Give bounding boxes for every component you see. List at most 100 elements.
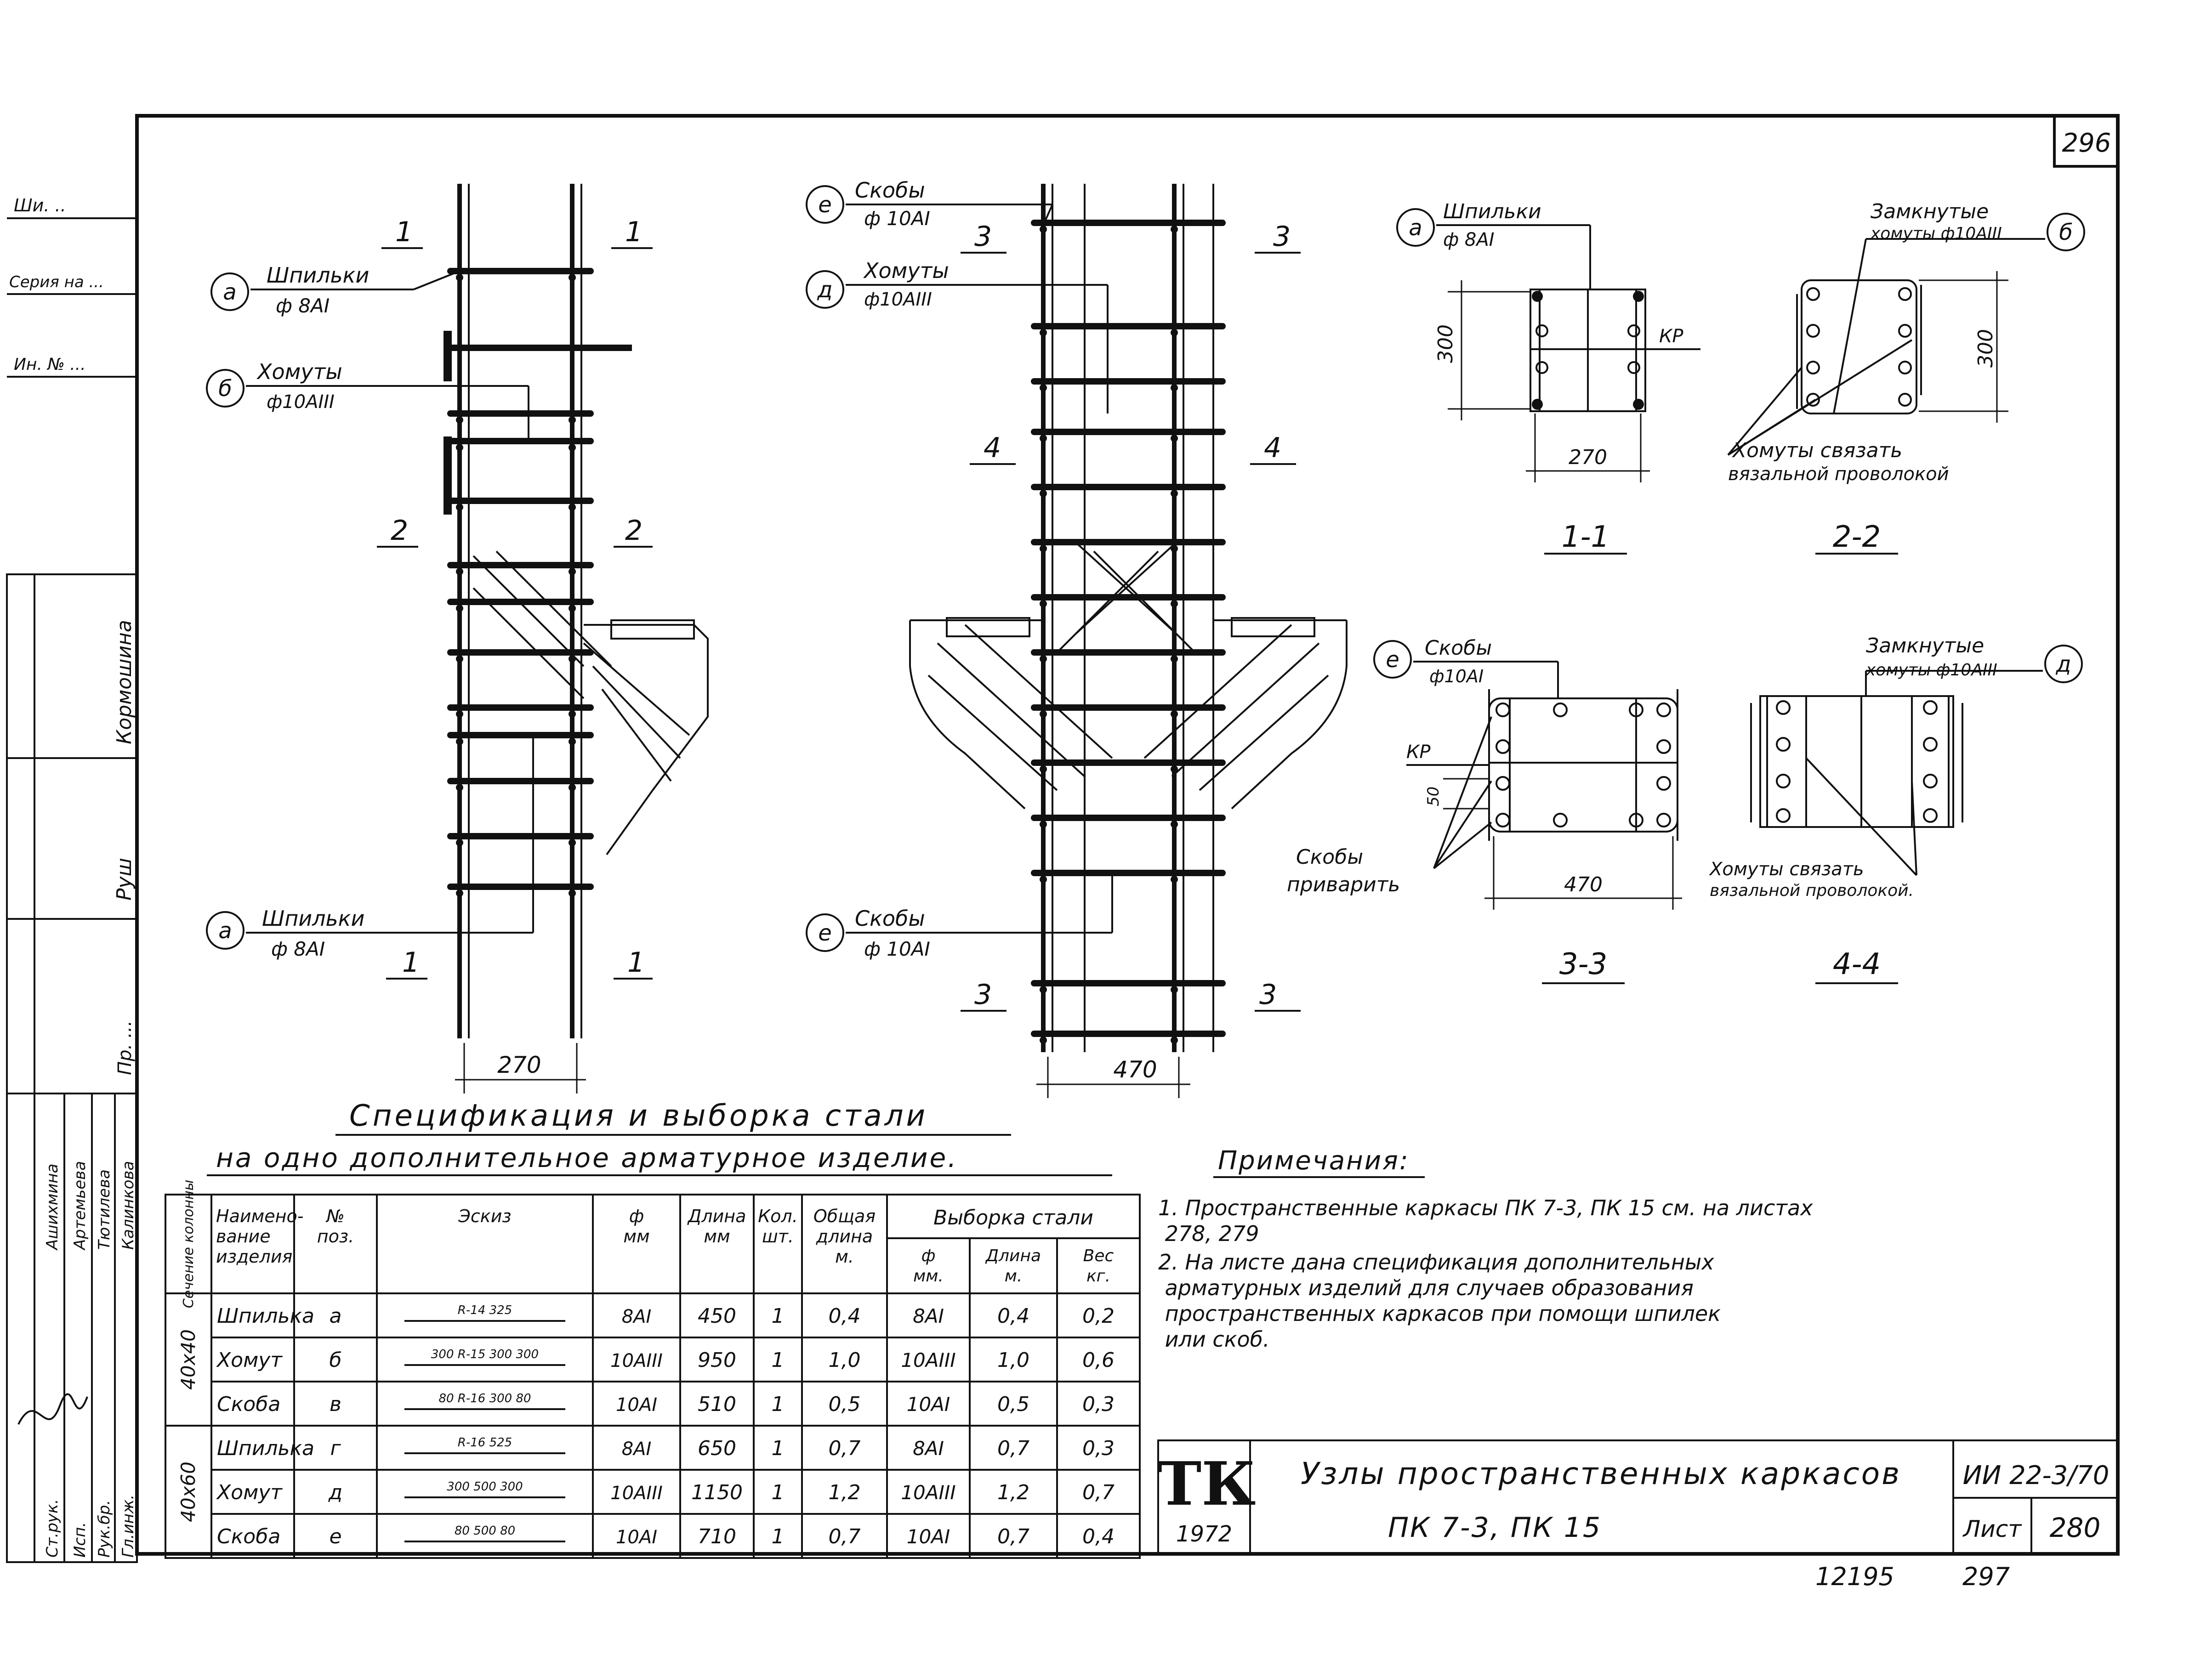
notes-title: Примечания:: [1218, 1146, 1410, 1176]
spec-cell-sel-len: 0,4: [997, 1304, 1029, 1328]
tb-sheet-label: Лист: [1962, 1516, 2023, 1542]
bar-dot: [569, 274, 576, 281]
left-sec-top-l: 1: [395, 216, 413, 248]
margin-label-3: Ин. № ...: [14, 355, 86, 374]
spec-cell-qty: 1: [772, 1348, 785, 1372]
spec-cell-sel-wt: 0,7: [1082, 1481, 1115, 1504]
spec-cell-sel-wt: 0,6: [1082, 1348, 1115, 1372]
spec-cell-name: Хомут: [216, 1481, 283, 1504]
mid-callout-1-mark: е: [818, 192, 832, 218]
s22-dim-h: 300: [1974, 329, 1997, 368]
spec-h-section: Сечение колонны: [181, 1180, 197, 1309]
bar-dot: [456, 710, 463, 718]
bar-dot: [1171, 765, 1178, 773]
left-margin: Ши. .. Серия на ... Ин. № ... Кормошина …: [6, 195, 138, 1563]
approval-role-2: Исп.: [71, 1522, 89, 1558]
left-sec-top-r: 1: [625, 216, 643, 248]
bar-dot: [569, 710, 576, 718]
bar-dot: [1040, 384, 1047, 391]
note-line: 278, 279: [1158, 1221, 1259, 1246]
spec-cell-sketch: 300 500 300: [447, 1480, 523, 1494]
s44-note2: вязальной проволокой.: [1710, 881, 1914, 900]
spec-cell-pos: б: [329, 1348, 341, 1372]
spec-h-sel_len-line: м.: [1005, 1267, 1023, 1286]
spec-h-sketch-line: Эскиз: [458, 1206, 511, 1226]
s33-kp: КР: [1406, 742, 1431, 763]
spec-cell-sel-len: 0,5: [997, 1393, 1029, 1416]
s22-note2: вязальной проволокой: [1728, 464, 1949, 485]
spec-cell-sel-wt: 0,3: [1082, 1437, 1115, 1460]
spec-cell-sel-phi: 10АIII: [901, 1481, 955, 1504]
section-2-2: б Замкнутые хомуты ф10АIII 300 Хомуты св…: [1727, 200, 2085, 555]
bar-dot: [456, 839, 463, 846]
bar-dot: [1040, 986, 1047, 993]
bar-dot: [1040, 821, 1047, 828]
s11-dim-w: 270: [1569, 446, 1607, 469]
spec-cell-total: 0,4: [829, 1304, 861, 1328]
left-callout-2-mark: б: [218, 376, 232, 402]
bar-dot: [1171, 490, 1178, 497]
margin-label-2: Серия на ...: [9, 273, 104, 291]
spec-cell-len: 710: [698, 1525, 736, 1548]
mid-sec-bot-r: 3: [1259, 979, 1277, 1011]
s11-mark: а: [1409, 215, 1422, 241]
spec-h-total-line: длина: [816, 1226, 873, 1246]
spec-h-qty-line: Кол.: [758, 1206, 798, 1226]
bar-dot: [1040, 226, 1047, 233]
bar-dot: [1040, 490, 1047, 497]
s33-note1: Скобы: [1296, 845, 1363, 869]
s11-kp: КР: [1659, 326, 1683, 347]
spec-h-total-line: м.: [835, 1246, 854, 1267]
spec-cell-name: Скоба: [217, 1525, 280, 1548]
mid-callout-3-l2: ф 10АI: [864, 938, 930, 960]
spec-cell-sel-wt: 0,3: [1082, 1393, 1115, 1416]
approval-role-4: Гл.инж.: [119, 1495, 137, 1558]
tb-series: ИИ 22-3/70: [1963, 1461, 2110, 1490]
spec-cell-sel-wt: 0,2: [1082, 1304, 1115, 1328]
spec-h-name-line: изделия: [216, 1246, 292, 1267]
bar-dot: [569, 444, 576, 451]
s11-l2: ф 8АI: [1443, 229, 1495, 250]
spec-cell-len: 450: [698, 1304, 736, 1328]
s33-mark: е: [1386, 647, 1399, 673]
note-line: пространственных каркасов при помощи шпи…: [1158, 1301, 1721, 1326]
s44-note1: Хомуты связать: [1709, 859, 1864, 880]
spec-h-name-line: вание: [216, 1226, 271, 1246]
spec-h-len-line: Длина: [687, 1206, 746, 1226]
spec-cell-pos: в: [330, 1393, 341, 1416]
spec-cell-sel-len: 0,7: [997, 1525, 1029, 1548]
bar-dot: [569, 889, 576, 897]
spec-h-pos-line: поз.: [317, 1226, 354, 1246]
spec-cell-sel-phi: 10АI: [907, 1525, 950, 1548]
mid-sec-top-l: 3: [974, 221, 992, 253]
spec-cell-len: 950: [698, 1348, 736, 1372]
s22-mark: б: [2059, 220, 2073, 245]
bar-dot: [1171, 821, 1178, 828]
bar-dot: [569, 784, 576, 791]
spec-cell-name: Скоба: [217, 1393, 280, 1416]
left-callout-2-l2: ф10АIII: [267, 391, 335, 413]
spec-h-phi-line: мм: [623, 1226, 649, 1246]
s33-l2: ф10АI: [1429, 666, 1484, 686]
bar-dot: [569, 738, 576, 745]
elevation-left: 1 1 2 2 1 1 а Шпильки ф 8АI б Хомуты ф10…: [206, 184, 709, 1093]
note-line: или скоб.: [1158, 1327, 1270, 1352]
spec-cell-sel-phi: 10АIII: [901, 1349, 955, 1371]
spec-h-total-line: Общая: [813, 1206, 876, 1226]
spec-h-qty-line: шт.: [762, 1226, 794, 1246]
spec-cell-sel-len: 1,0: [997, 1348, 1029, 1372]
spec-cell-phi: 10АIII: [610, 1350, 663, 1371]
spec-h-sel_phi-line: ф: [921, 1246, 936, 1265]
spec-cell-name: Хомут: [216, 1348, 283, 1372]
s22-note1: Хомуты связать: [1732, 439, 1902, 462]
tb-sheet-number: 280: [2050, 1512, 2101, 1543]
s33-l1: Скобы: [1425, 636, 1492, 660]
s44-mark: д: [2055, 652, 2071, 677]
